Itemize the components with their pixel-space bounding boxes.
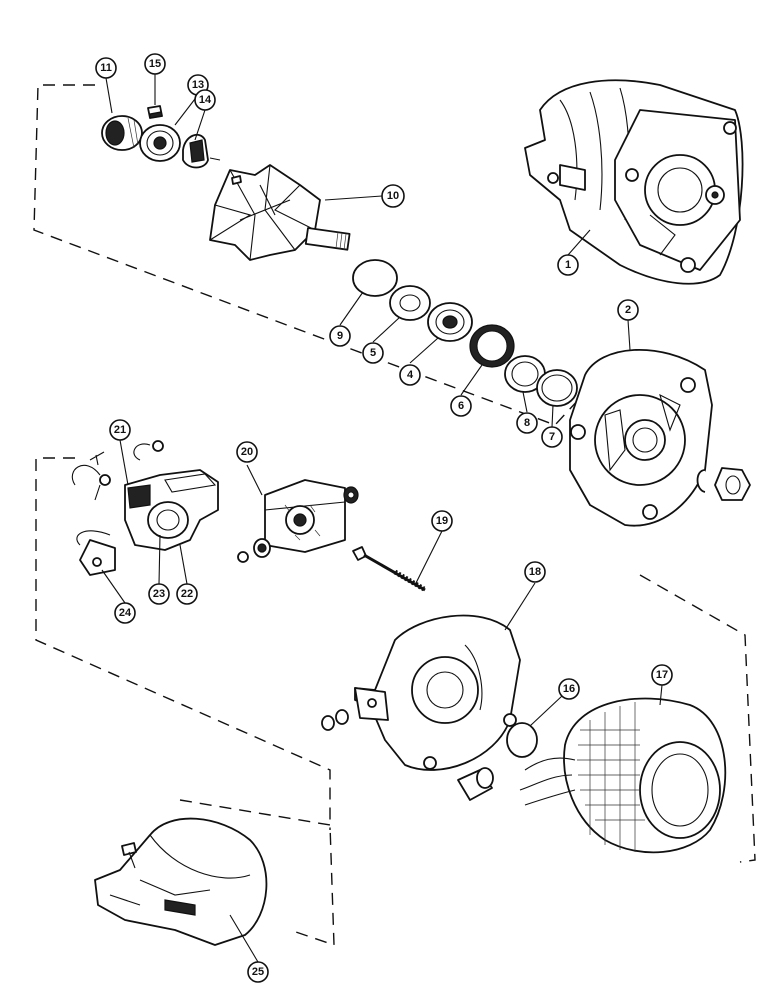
rotor <box>209 164 351 261</box>
callout-15: 15 <box>144 53 166 75</box>
svg-text:21: 21 <box>114 424 126 436</box>
svg-text:14: 14 <box>199 94 212 106</box>
callout-7: 7 <box>541 426 563 448</box>
slip-ring-bearing-cap <box>101 115 143 151</box>
svg-text:18: 18 <box>529 566 541 578</box>
svg-text:8: 8 <box>524 417 530 429</box>
callout-2: 2 <box>617 299 639 321</box>
woodruff-key <box>231 175 242 185</box>
svg-text:17: 17 <box>656 669 668 681</box>
rectifier-bridge <box>237 479 359 563</box>
stator-group-boundary <box>639 574 756 863</box>
svg-text:10: 10 <box>387 190 399 202</box>
snap-ring <box>352 259 398 297</box>
svg-text:16: 16 <box>563 683 575 695</box>
callout-22: 22 <box>176 583 198 605</box>
callout-18: 18 <box>524 561 546 583</box>
brush-holder-assembly <box>71 440 219 576</box>
drive-end-bearing <box>427 302 473 342</box>
callout-9: 9 <box>329 325 351 347</box>
callout-11: 11 <box>95 57 117 79</box>
callout-17: 17 <box>651 664 673 686</box>
callout-23: 23 <box>148 583 170 605</box>
callout-24: 24 <box>114 602 136 624</box>
svg-text:4: 4 <box>407 369 414 381</box>
callout-21: 21 <box>109 419 131 441</box>
callout-4: 4 <box>399 364 421 386</box>
svg-text:1: 1 <box>565 259 571 271</box>
bearing-seal <box>469 324 515 368</box>
retaining-clip <box>147 105 163 119</box>
bearing-washer <box>389 285 431 321</box>
svg-text:22: 22 <box>181 588 193 600</box>
slip-ring <box>182 133 221 169</box>
svg-text:24: 24 <box>119 607 132 619</box>
spring-washer <box>536 369 578 407</box>
callout-20: 20 <box>236 441 258 463</box>
terminal-nuts <box>321 709 349 731</box>
slip-ring-end-frame <box>354 614 521 771</box>
pulley-nut <box>696 467 751 501</box>
svg-text:23: 23 <box>153 588 165 600</box>
svg-text:13: 13 <box>192 79 204 91</box>
svg-text:7: 7 <box>549 431 555 443</box>
svg-text:19: 19 <box>436 515 448 527</box>
svg-text:5: 5 <box>370 347 376 359</box>
slip-ring-bearing <box>139 124 181 162</box>
upper-group-boundary <box>33 84 581 426</box>
stator <box>519 697 727 854</box>
callout-5: 5 <box>362 342 384 364</box>
leader-lines <box>101 74 663 963</box>
callout-1: 1 <box>557 254 579 276</box>
drive-end-frame <box>569 348 713 527</box>
callout-25: 25 <box>247 961 269 983</box>
callout-6: 6 <box>450 395 472 417</box>
frame-bushing <box>457 767 494 801</box>
callout-16: 16 <box>558 678 580 700</box>
svg-text:2: 2 <box>625 304 631 316</box>
svg-text:20: 20 <box>241 446 253 458</box>
through-bolt <box>352 546 426 592</box>
callout-10: 10 <box>381 184 405 208</box>
o-ring <box>506 722 538 758</box>
svg-text:6: 6 <box>458 400 464 412</box>
callout-8: 8 <box>516 412 538 434</box>
svg-text:25: 25 <box>252 966 264 978</box>
svg-text:15: 15 <box>149 58 161 70</box>
alternator-assembly <box>524 79 744 285</box>
svg-text:11: 11 <box>100 62 112 74</box>
rear-cover <box>94 817 268 946</box>
svg-text:9: 9 <box>337 330 343 342</box>
callout-19: 19 <box>431 510 453 532</box>
middle-group-boundary <box>35 457 331 830</box>
callout-14: 14 <box>194 89 216 111</box>
